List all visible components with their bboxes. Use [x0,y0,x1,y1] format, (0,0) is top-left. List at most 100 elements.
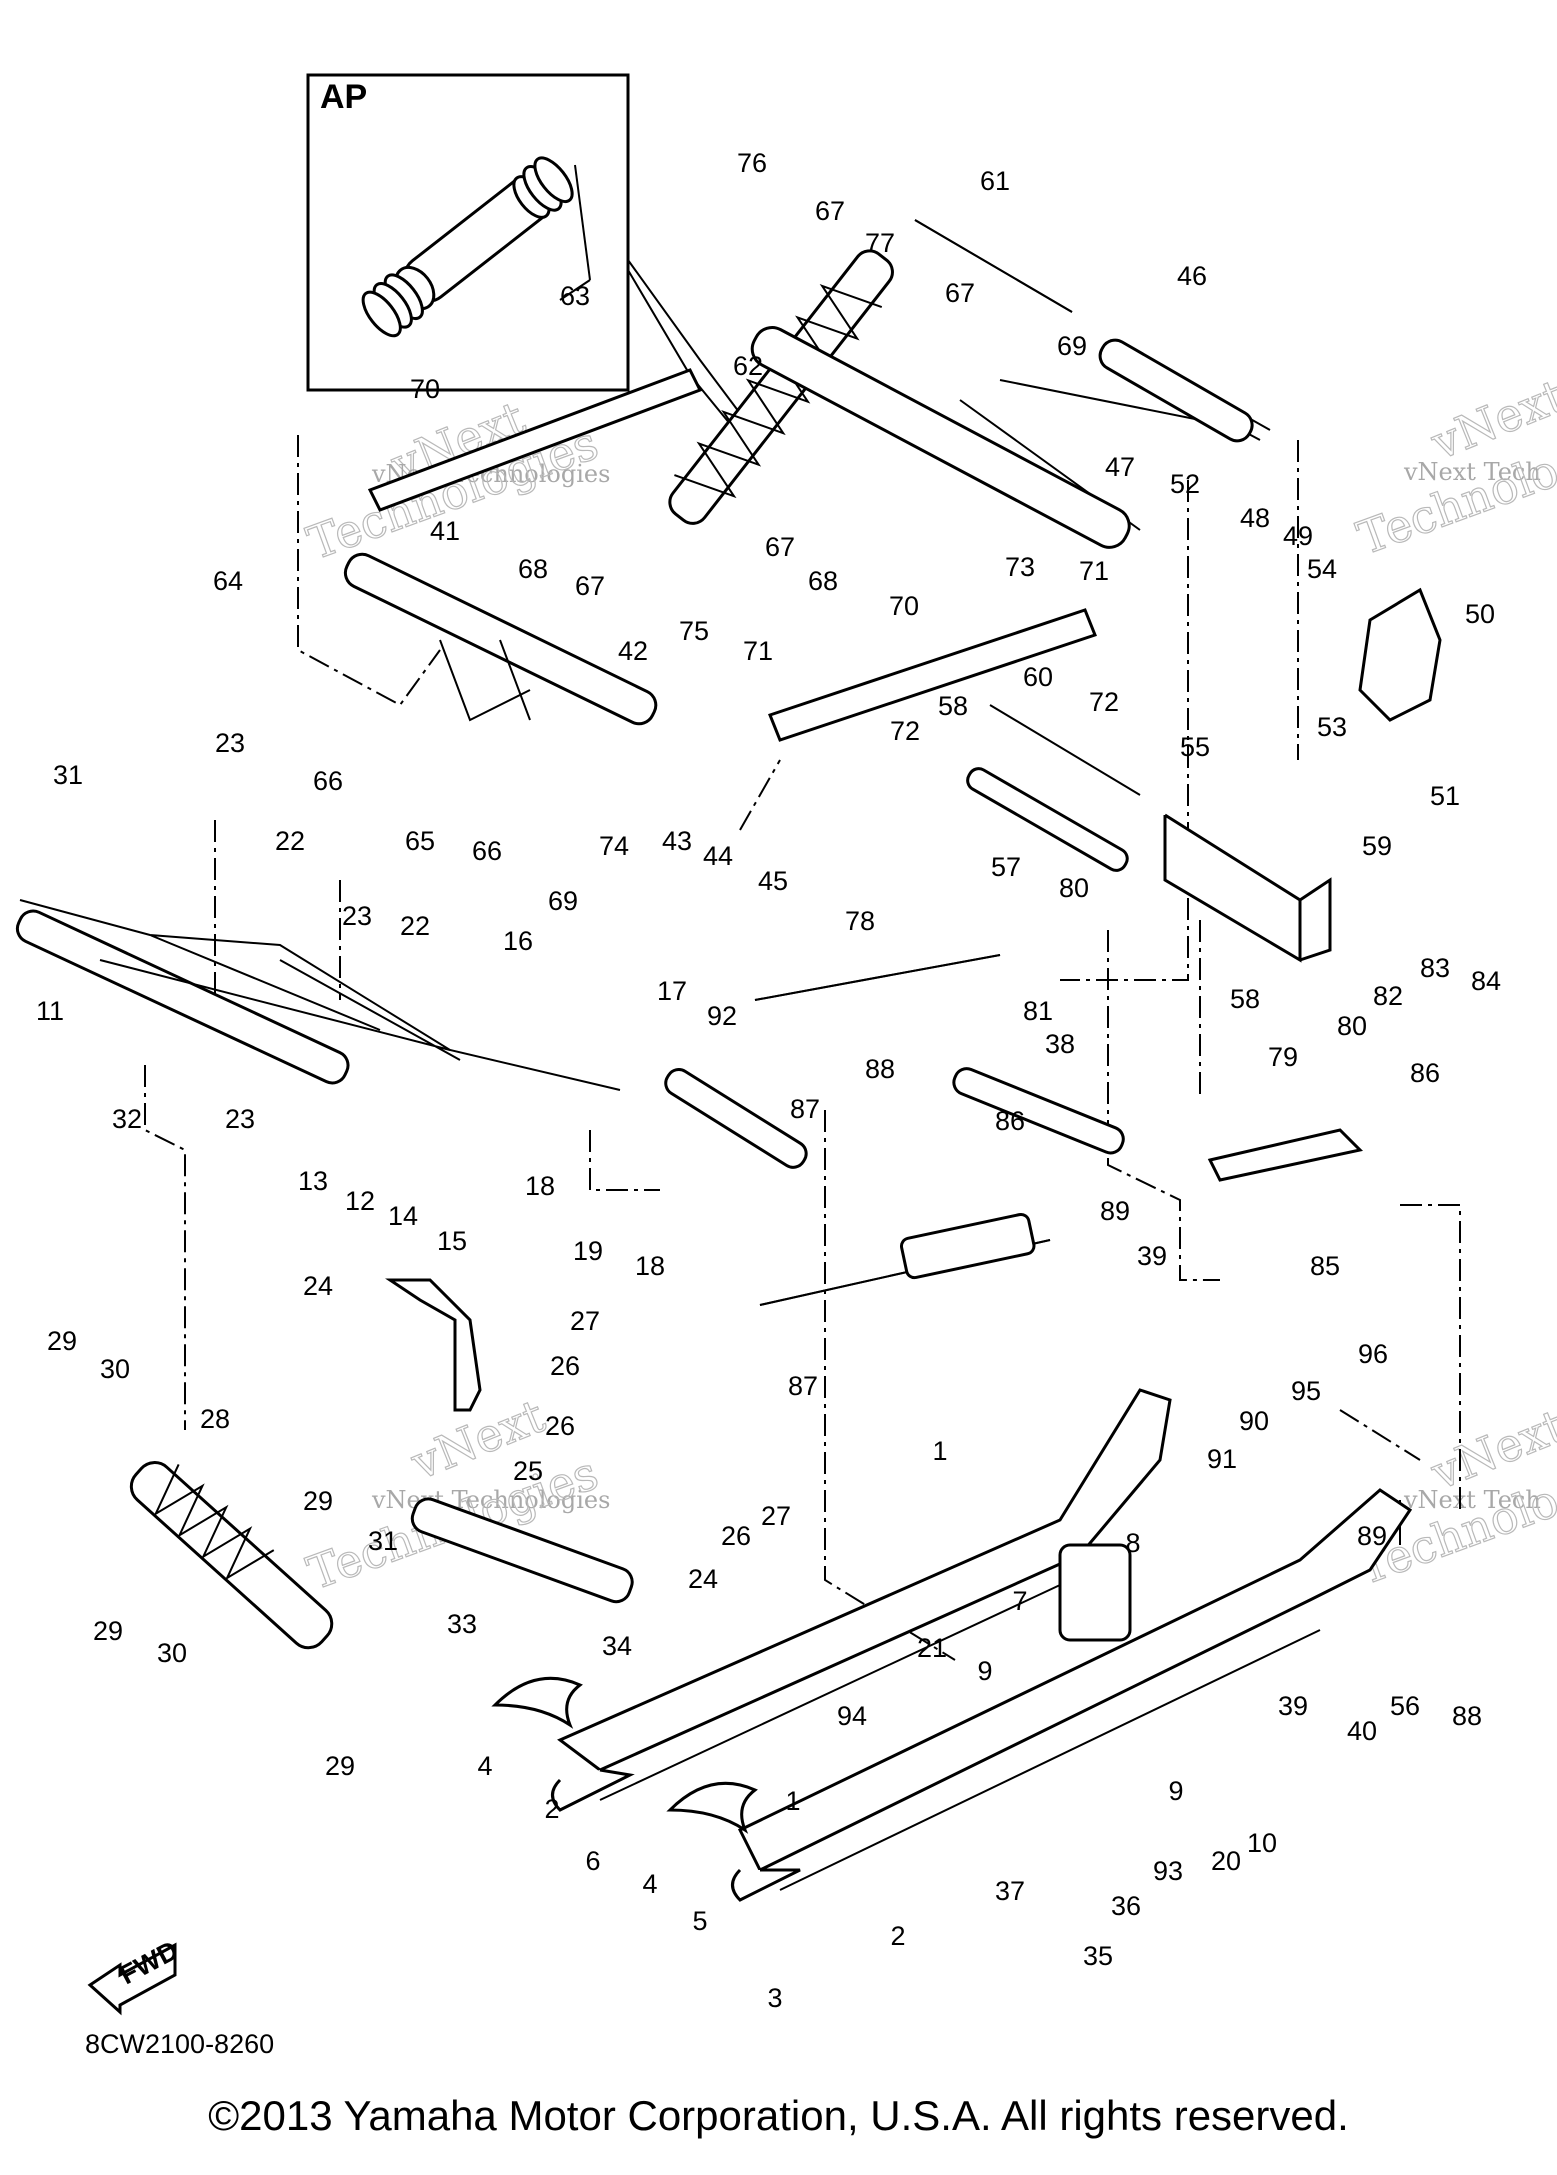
callout-c-96: 96 [1358,1339,1388,1369]
callout-c-66a: 66 [313,766,343,796]
callout-c-59: 59 [1362,831,1392,861]
callout-c-89b: 89 [1357,1521,1387,1551]
copyright-notice: ©2013 Yamaha Motor Corporation, U.S.A. A… [208,2092,1349,2139]
callout-c-28: 28 [200,1404,230,1434]
callout-c-8: 8 [1125,1528,1140,1558]
callout-c-31a: 31 [53,760,83,790]
callout-c-78: 78 [845,906,875,936]
watermark: vNext vNext Technologies Technologies vN… [300,368,1557,1601]
callout-c-11: 11 [36,996,64,1026]
callout-c-3: 3 [767,1983,782,2013]
diagram-code: 8CW2100-8260 [85,2029,274,2059]
callout-c-67a: 67 [815,196,845,226]
callout-c-92: 92 [707,1001,737,1031]
callout-c-88b: 88 [1452,1701,1482,1731]
boot-large [361,156,574,338]
callout-c-9b: 9 [1168,1776,1183,1806]
callout-c-32: 32 [112,1104,142,1134]
callout-c-86b: 86 [995,1106,1025,1136]
callout-c-29a: 29 [47,1326,77,1356]
callout-c-69a: 69 [1057,331,1087,361]
callout-c-80a: 80 [1059,873,1089,903]
callout-c-29c: 29 [93,1616,123,1646]
callout-c-68b: 68 [808,566,838,596]
callout-c-71a: 71 [1079,556,1109,586]
callout-c-80b: 80 [1337,1011,1367,1041]
callout-c-95: 95 [1291,1376,1321,1406]
callout-c-12: 12 [345,1186,375,1216]
callout-c-86a: 86 [1410,1058,1440,1088]
callout-c-7: 7 [1012,1586,1027,1616]
callout-c-58a: 58 [938,691,968,721]
callout-c-5: 5 [692,1906,707,1936]
callout-c-84: 84 [1471,966,1501,996]
callout-c-72a: 72 [1089,687,1119,717]
callout-c-87b: 87 [788,1371,818,1401]
callout-c-50: 50 [1465,599,1495,629]
callout-c-1a: 1 [932,1436,947,1466]
inset-label: AP [320,78,367,116]
callout-c-81: 81 [1023,996,1053,1026]
callout-c-73: 73 [1005,552,1035,582]
callout-c-67b: 67 [945,278,975,308]
callout-c-27b: 27 [761,1501,791,1531]
callout-c-36: 36 [1111,1891,1141,1921]
callout-c-33: 33 [447,1609,477,1639]
watermark-line-right-bottom: vNext Tech [1403,1486,1541,1514]
callout-c-68a: 68 [518,554,548,584]
callout-c-69b: 69 [548,886,578,916]
callout-c-6: 6 [585,1846,600,1876]
callout-c-52: 52 [1170,469,1200,499]
callout-c-65: 65 [405,826,435,856]
inset-callout: 63 [560,281,590,311]
callout-c-38: 38 [1045,1029,1075,1059]
callout-c-87a: 87 [790,1094,820,1124]
callout-c-20: 20 [1211,1846,1241,1876]
callout-c-58b: 58 [1230,984,1260,1014]
callout-c-18b: 18 [635,1251,665,1281]
callout-c-24b: 24 [688,1564,718,1594]
callout-c-30b: 30 [157,1638,187,1668]
callout-c-24a: 24 [303,1271,333,1301]
callout-c-22a: 22 [275,826,305,856]
callout-c-17: 17 [657,976,687,1006]
callout-c-74: 74 [599,831,629,861]
callout-c-62: 62 [733,351,763,381]
callout-c-22b: 22 [400,911,430,941]
callout-c-79: 79 [1268,1042,1298,1072]
callout-c-27a: 27 [570,1306,600,1336]
callout-c-2b: 2 [890,1921,905,1951]
callout-c-40: 40 [1347,1716,1377,1746]
callout-c-49: 49 [1283,521,1313,551]
callout-c-89a: 89 [1100,1196,1130,1226]
callout-c-23c: 23 [225,1104,255,1134]
callout-c-53: 53 [1317,712,1347,742]
callout-c-37: 37 [995,1876,1025,1906]
callout-c-42: 42 [618,636,648,666]
callout-c-16: 16 [503,926,533,956]
callout-c-2a: 2 [544,1794,559,1824]
callout-c-1b: 1 [785,1786,800,1816]
callout-c-77: 77 [865,228,895,258]
callout-c-56: 56 [1390,1691,1420,1721]
callout-c-34: 34 [602,1631,632,1661]
callout-c-29b: 29 [303,1486,333,1516]
callout-c-23b: 23 [342,901,372,931]
callout-c-72b: 72 [890,716,920,746]
callout-c-18a: 18 [525,1171,555,1201]
callout-c-29d: 29 [325,1751,355,1781]
callout-c-39a: 39 [1137,1241,1167,1271]
callout-c-66b: 66 [472,836,502,866]
callout-c-93: 93 [1153,1856,1183,1886]
callout-c-10: 10 [1247,1828,1277,1858]
callout-c-67d: 67 [765,532,795,562]
callout-c-88a: 88 [865,1054,895,1084]
callout-c-13: 13 [298,1166,328,1196]
callout-c-26b: 26 [545,1411,575,1441]
callout-c-54: 54 [1307,554,1337,584]
callout-c-76: 76 [737,148,767,178]
watermark-line-right-top: vNext Tech [1403,458,1541,486]
callout-c-4b: 4 [642,1869,657,1899]
